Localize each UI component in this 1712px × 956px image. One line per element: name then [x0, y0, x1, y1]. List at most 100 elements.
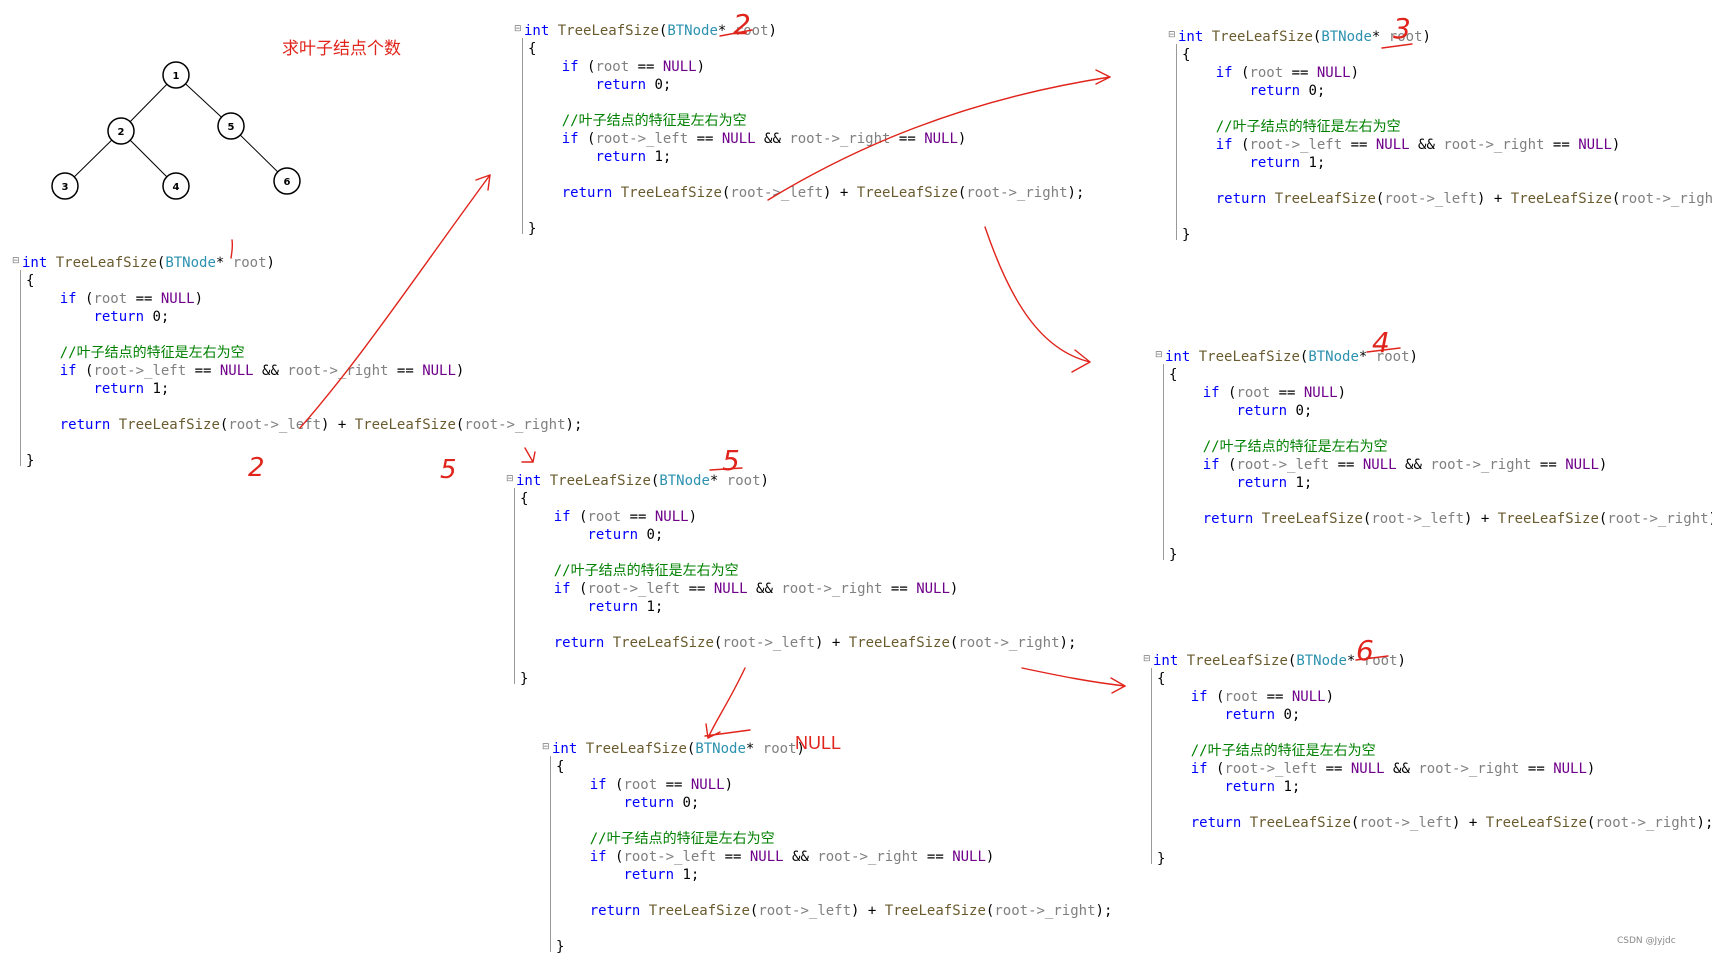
cond-and: &&	[1396, 457, 1431, 473]
kw-return: return	[93, 309, 145, 325]
code-line	[1157, 528, 1712, 546]
code-line: }	[1157, 546, 1712, 564]
kw-return: return	[1215, 191, 1267, 207]
cond-op: ==	[621, 509, 655, 525]
code-line: if (root == NULL)	[516, 58, 1084, 76]
cond-left: root->_left	[587, 581, 681, 597]
code-line: if (root == NULL)	[1170, 64, 1712, 82]
arrowhead-call-2	[475, 174, 491, 191]
cond-op: ==	[186, 363, 220, 379]
open-brace: {	[1182, 47, 1191, 63]
sig-paren-close: )	[796, 741, 805, 757]
open-brace: {	[556, 759, 565, 775]
code-line: {	[1157, 366, 1712, 384]
sig-function-name: TreeLeafSize	[1211, 29, 1313, 45]
call-plus: ) +	[1452, 815, 1486, 831]
kw-if: if	[1215, 137, 1233, 153]
code-line	[14, 326, 582, 344]
call-right-fn: TreeLeafSize	[354, 417, 456, 433]
page-title: 求叶子结点个数	[282, 39, 401, 59]
code-line	[516, 94, 1084, 112]
code-line: //叶子结点的特征是左右为空	[508, 562, 1076, 580]
null-macro: NULL	[1350, 761, 1385, 777]
cond-var: root	[1224, 689, 1259, 705]
cond-var: root	[1249, 65, 1284, 81]
null-macro: NULL	[160, 291, 195, 307]
code-line	[1170, 172, 1712, 190]
cond-op: ==	[1270, 385, 1304, 401]
code-line: }	[1145, 850, 1712, 868]
arrowhead-call-3	[1095, 69, 1111, 85]
cond-open: (	[578, 59, 596, 75]
code-line: {	[1170, 46, 1712, 64]
cond-open: (	[76, 291, 94, 307]
call-left-arg: root->_left	[1384, 191, 1478, 207]
sig-param-type: BTNode	[667, 23, 718, 39]
cond-open: (	[1232, 137, 1250, 153]
null-macro: NULL	[1565, 457, 1599, 473]
cond-open: (	[578, 131, 596, 147]
scope-guide-line	[1176, 44, 1177, 240]
null-macro: NULL	[422, 363, 456, 379]
collapse-toggle-icon[interactable]: ⊟	[506, 474, 514, 484]
code-block-call-6: ⊟int TreeLeafSize(BTNode* root){ if (roo…	[1143, 652, 1712, 868]
collapse-toggle-icon[interactable]: ⊟	[1168, 30, 1176, 40]
code-block-call-3: ⊟int TreeLeafSize(BTNode* root){ if (roo…	[1168, 28, 1712, 244]
cond-open: (	[1219, 385, 1237, 401]
kw-if: if	[1202, 457, 1220, 473]
null-macro: NULL	[713, 581, 748, 597]
code-line: if (root == NULL)	[508, 508, 1076, 526]
kw-if: if	[1202, 385, 1220, 401]
code-line	[544, 884, 1112, 902]
call-left-arg: root->_left	[758, 903, 852, 919]
sig-return-type: int	[22, 255, 48, 271]
collapse-toggle-icon[interactable]: ⊟	[1155, 350, 1163, 360]
call-close: );	[1095, 903, 1113, 919]
null-macro: NULL	[662, 59, 697, 75]
sig-paren-open: (	[1299, 349, 1309, 365]
cond-close: )	[985, 849, 995, 865]
sig-param-name: root	[1388, 29, 1423, 45]
kw-if: if	[561, 59, 579, 75]
call-open: (	[1350, 815, 1360, 831]
call-plus: ) +	[1477, 191, 1511, 207]
collapse-toggle-icon[interactable]: ⊟	[514, 24, 522, 34]
code-line	[508, 616, 1076, 634]
cond-open: (	[570, 581, 588, 597]
code-line: if (root == NULL)	[1145, 688, 1712, 706]
arrowhead-null-call	[705, 723, 721, 739]
code-line	[1145, 724, 1712, 742]
cond-op: ==	[1283, 65, 1317, 81]
sig-paren-open: (	[686, 741, 696, 757]
code-line: if (root == NULL)	[14, 290, 582, 308]
sig-param-type: BTNode	[659, 473, 710, 489]
call-left-fn: TreeLeafSize	[648, 903, 750, 919]
kw-return: return	[1224, 779, 1276, 795]
code-comment: //叶子结点的特征是左右为空	[1190, 743, 1376, 759]
cond-left: root->_left	[1249, 137, 1343, 153]
call-open: (	[1598, 511, 1608, 527]
sig-param-type: BTNode	[165, 255, 216, 271]
scope-guide-line	[1163, 364, 1164, 560]
collapse-toggle-icon[interactable]: ⊟	[12, 256, 20, 266]
null-macro: NULL	[654, 509, 689, 525]
cond-and: &&	[1384, 761, 1419, 777]
collapse-toggle-icon[interactable]: ⊟	[542, 742, 550, 752]
return-one: 1;	[1300, 155, 1326, 171]
close-brace: }	[520, 671, 529, 687]
kw-if: if	[589, 849, 607, 865]
kw-if: if	[561, 131, 579, 147]
collapse-toggle-icon[interactable]: ⊟	[1143, 654, 1151, 664]
cond-right: root->_right	[1443, 137, 1545, 153]
code-line: }	[14, 452, 582, 470]
code-line: return 0;	[516, 76, 1084, 94]
tree-node-label: 1	[173, 71, 180, 82]
call-left-arg: root->_left	[730, 185, 824, 201]
return-zero: 0;	[646, 77, 672, 93]
sig-paren-close: )	[1409, 349, 1418, 365]
kw-return: return	[1249, 155, 1301, 171]
code-line: if (root->_left == NULL && root->_right …	[1145, 760, 1712, 778]
code-line: //叶子结点的特征是左右为空	[1157, 438, 1712, 456]
cond-and: &&	[253, 363, 288, 379]
code-line	[1145, 796, 1712, 814]
